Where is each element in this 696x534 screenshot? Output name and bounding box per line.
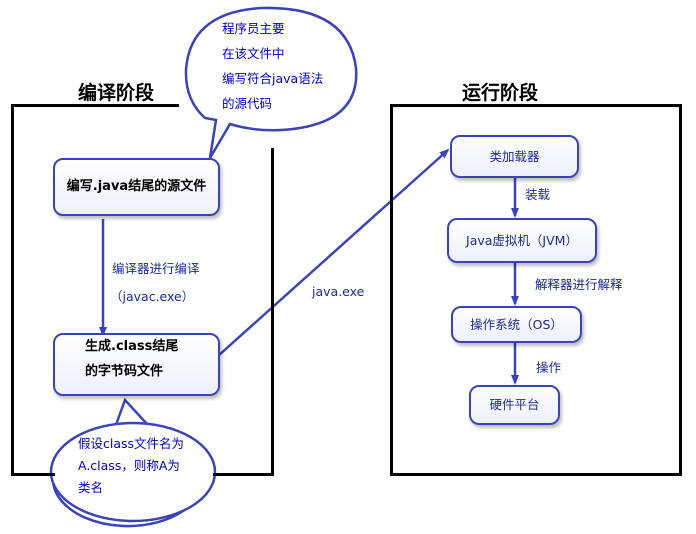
compile-stage-frame-bottom-left [11, 473, 55, 476]
hardware-node: 硬件平台 [469, 385, 560, 425]
operate-label: 操作 [536, 360, 562, 375]
class-loader-label: 类加载器 [489, 148, 540, 164]
class-loader-node: 类加载器 [450, 135, 579, 178]
compile-stage-frame-right [271, 148, 274, 476]
speech-bubble-top [184, 6, 358, 159]
bubble-top-line-2: 在该文件中 [222, 46, 285, 61]
source-file-label: 编写.java结尾的源文件 [66, 178, 207, 194]
hardware-label: 硬件平台 [489, 397, 540, 413]
interpret-label: 解释器进行解释 [535, 277, 623, 292]
bubble-bottom-line-1: 假设class文件名为 [78, 436, 185, 451]
class-file-node: 生成.class结尾 的字节码文件 [53, 333, 220, 396]
class-file-line-1: 生成.class结尾 [85, 339, 179, 354]
compile-label-line-1: 编译器进行编译 [112, 261, 200, 276]
bubble-top-line-4: 的源代码 [222, 96, 273, 111]
jvm-label: Java虚拟机（JVM） [466, 232, 578, 248]
run-stage-frame [390, 104, 682, 476]
source-file-node: 编写.java结尾的源文件 [53, 158, 220, 216]
compile-stage-frame-top [11, 104, 179, 107]
os-node: 操作系统（OS） [451, 306, 582, 343]
speech-bubble-top-text: 程序员主要 在该文件中 编写符合java语法 的源代码 [222, 16, 323, 116]
class-file-line-2: 的字节码文件 [85, 363, 164, 379]
run-stage-title: 运行阶段 [462, 82, 539, 104]
os-label: 操作系统（OS） [470, 316, 563, 332]
bubble-bottom-line-2: A.class，则称A为 [78, 458, 180, 473]
load-label: 装载 [525, 187, 551, 202]
bubble-top-line-1: 程序员主要 [222, 21, 285, 36]
speech-bubble-bottom-text: 假设class文件名为 A.class，则称A为 类名 [78, 433, 184, 499]
speech-bubble-bottom-fill [49, 421, 217, 523]
compile-stage-frame-left [11, 104, 14, 476]
bubble-bottom-line-3: 类名 [78, 480, 104, 495]
bubble-top-line-3: 编写符合java语法 [222, 71, 324, 86]
compile-stage-title: 编译阶段 [78, 82, 155, 104]
jvm-node: Java虚拟机（JVM） [447, 218, 597, 263]
java-exe-label: java.exe [312, 284, 365, 299]
compile-stage-frame-bottom-right [213, 473, 274, 476]
compile-label-line-2: （javac.exe） [110, 289, 195, 304]
java-exe-arrow [217, 148, 450, 357]
